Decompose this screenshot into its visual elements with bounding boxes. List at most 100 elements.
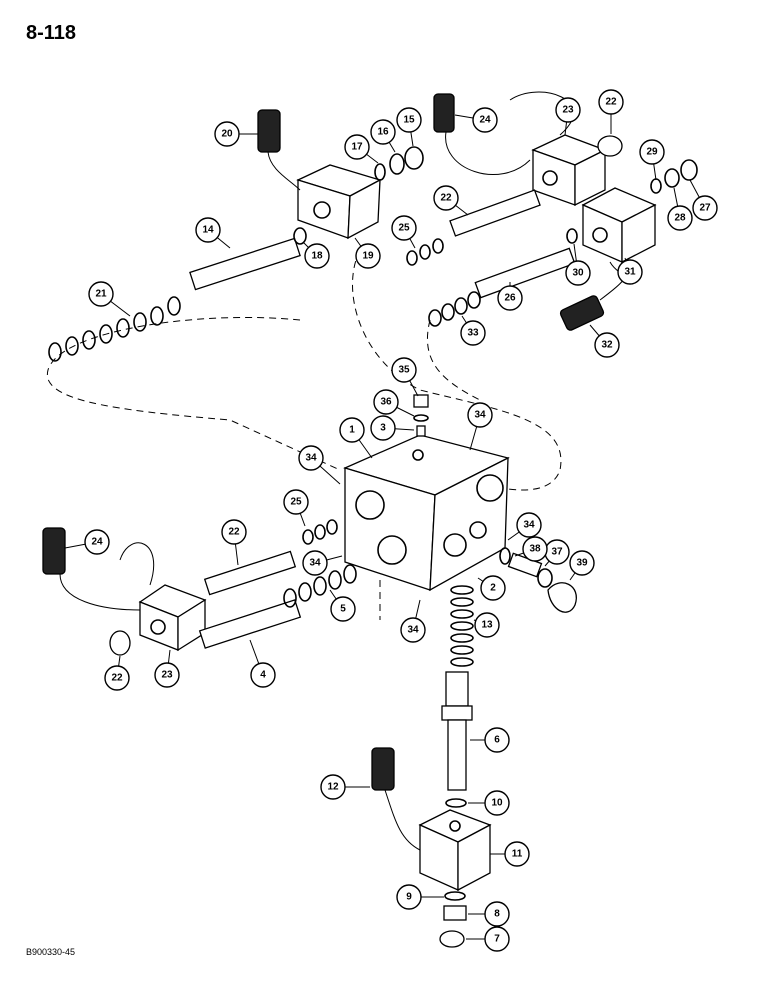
callout-circle-31 — [617, 259, 643, 285]
callout-circle-16 — [370, 119, 396, 145]
callout-34: 34 — [302, 550, 328, 576]
callout-circle-35 — [391, 357, 417, 383]
cartridge-22-top — [406, 189, 541, 266]
callout-circle-23 — [555, 97, 581, 123]
callout-34: 34 — [516, 512, 542, 538]
callout-circle-34 — [516, 512, 542, 538]
callout-circle-32 — [594, 332, 620, 358]
callout-circle-19 — [355, 243, 381, 269]
callout-19: 19 — [355, 243, 381, 269]
callout-25: 25 — [283, 489, 309, 515]
callout-circle-34 — [467, 402, 493, 428]
callout-label-15: 15 — [403, 115, 415, 126]
callout-circle-6 — [484, 727, 510, 753]
callout-32: 32 — [594, 332, 620, 358]
callout-16: 16 — [370, 119, 396, 145]
callout-label-36: 36 — [380, 397, 392, 408]
callout-circle-23 — [154, 662, 180, 688]
callout-circle-18 — [304, 243, 330, 269]
callout-25: 25 — [391, 215, 417, 241]
callout-label-18: 18 — [311, 251, 323, 262]
callout-circle-38 — [522, 536, 548, 562]
callout-label-39: 39 — [576, 558, 588, 569]
callout-3: 3 — [370, 415, 396, 441]
callout-18: 18 — [304, 243, 330, 269]
callout-label-22: 22 — [605, 97, 617, 108]
callout-label-1: 1 — [349, 425, 355, 436]
callout-circle-13 — [474, 612, 500, 638]
callout-26: 26 — [497, 285, 523, 311]
callout-24: 24 — [84, 529, 110, 555]
callout-35: 35 — [391, 357, 417, 383]
callout-circle-4 — [250, 662, 276, 688]
callout-label-34: 34 — [309, 558, 321, 569]
callout-label-24: 24 — [91, 537, 103, 548]
callout-label-5: 5 — [340, 604, 346, 615]
callout-circle-22 — [221, 519, 247, 545]
callout-1: 1 — [339, 417, 365, 443]
callout-36: 36 — [373, 389, 399, 415]
callout-label-2: 2 — [490, 583, 496, 594]
callout-label-6: 6 — [494, 735, 500, 746]
callout-circle-1 — [339, 417, 365, 443]
callout-13: 13 — [474, 612, 500, 638]
callout-circle-25 — [391, 215, 417, 241]
callout-label-37: 37 — [551, 547, 563, 558]
callout-label-19: 19 — [362, 251, 374, 262]
callout-label-26: 26 — [504, 293, 516, 304]
callout-17: 17 — [344, 134, 370, 160]
left-solenoid-group — [42, 519, 357, 656]
callout-label-34: 34 — [305, 453, 317, 464]
callout-label-16: 16 — [377, 127, 389, 138]
callout-21: 21 — [88, 281, 114, 307]
callout-circle-29 — [639, 139, 665, 165]
callout-label-30: 30 — [572, 268, 584, 279]
callout-12: 12 — [320, 774, 346, 800]
callout-34: 34 — [467, 402, 493, 428]
callout-circle-24 — [84, 529, 110, 555]
callout-circle-36 — [373, 389, 399, 415]
callout-circle-22 — [598, 89, 624, 115]
callout-label-31: 31 — [624, 267, 636, 278]
callout-14: 14 — [195, 217, 221, 243]
callout-31: 31 — [617, 259, 643, 285]
callout-circle-34 — [302, 550, 328, 576]
callout-label-8: 8 — [494, 909, 500, 920]
callout-circle-5 — [330, 596, 356, 622]
callout-20: 20 — [214, 121, 240, 147]
callout-27: 27 — [692, 195, 718, 221]
callout-label-27: 27 — [699, 203, 711, 214]
callout-circle-11 — [504, 841, 530, 867]
nut-washer-top-left — [374, 146, 424, 181]
callout-label-21: 21 — [95, 289, 107, 300]
callout-label-23: 23 — [161, 670, 173, 681]
callout-label-33: 33 — [467, 328, 479, 339]
callout-circle-15 — [396, 107, 422, 133]
callout-label-22: 22 — [228, 527, 240, 538]
callout-circle-34 — [298, 445, 324, 471]
callout-circle-34 — [400, 617, 426, 643]
callout-22: 22 — [104, 665, 130, 691]
callout-label-17: 17 — [351, 142, 363, 153]
callout-label-20: 20 — [221, 129, 233, 140]
callout-label-28: 28 — [674, 213, 686, 224]
callout-label-38: 38 — [529, 544, 541, 555]
callout-label-10: 10 — [491, 798, 503, 809]
callout-label-11: 11 — [512, 849, 523, 860]
callout-label-4: 4 — [260, 670, 266, 681]
fitting-group-right — [499, 547, 577, 613]
callout-39: 39 — [569, 550, 595, 576]
valve-block — [343, 434, 510, 592]
callout-label-29: 29 — [646, 147, 658, 158]
callout-34: 34 — [298, 445, 324, 471]
figure-code: B900330-45 — [26, 947, 76, 957]
callout-circle-22 — [433, 185, 459, 211]
callout-33: 33 — [460, 320, 486, 346]
callout-circle-3 — [370, 415, 396, 441]
callout-circle-27 — [692, 195, 718, 221]
callout-circle-12 — [320, 774, 346, 800]
cartridge-26 — [428, 228, 578, 327]
callout-circle-33 — [460, 320, 486, 346]
